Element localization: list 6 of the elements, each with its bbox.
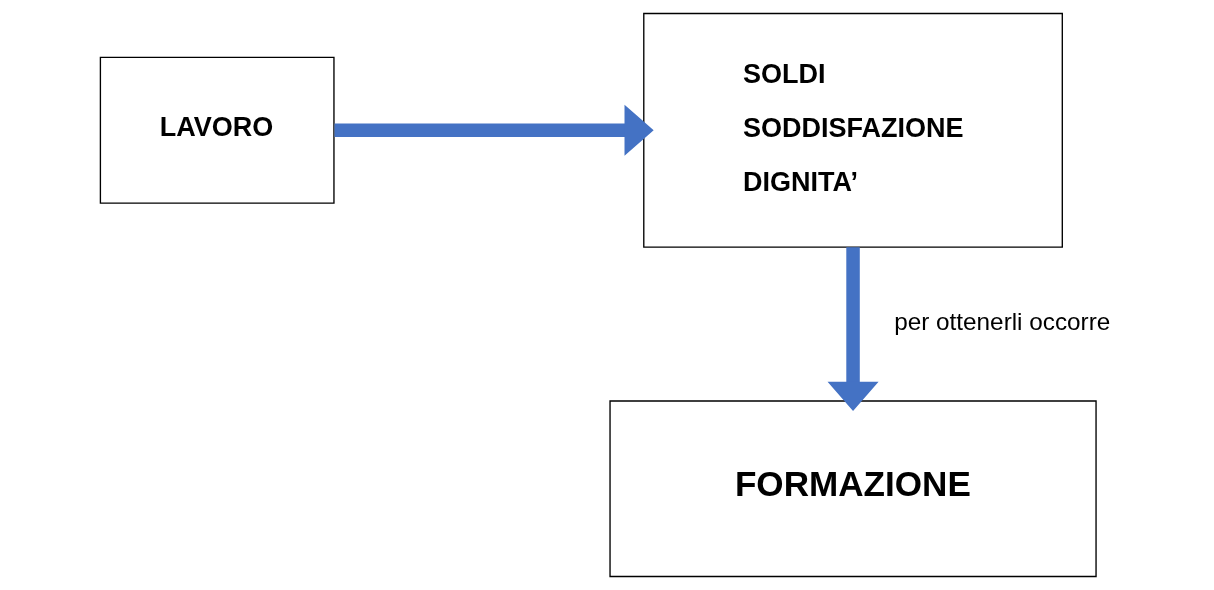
- node-box: FORMAZIONE: [609, 400, 1097, 578]
- arrow: [334, 104, 654, 156]
- node-box: SOLDI SODDISFAZIONE DIGNITA’: [643, 12, 1063, 248]
- arrow: [827, 247, 879, 411]
- edge-label: per ottenerli occorre: [894, 307, 1111, 335]
- node-box: LAVORO: [99, 56, 335, 204]
